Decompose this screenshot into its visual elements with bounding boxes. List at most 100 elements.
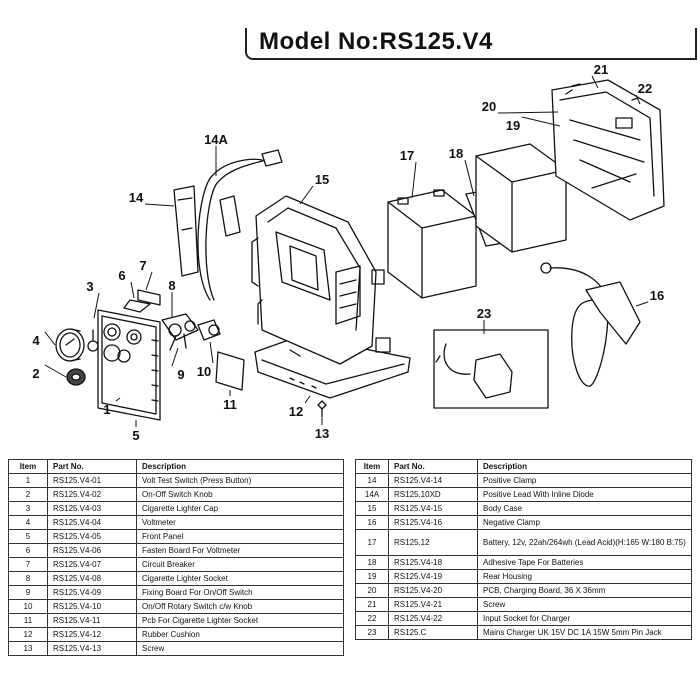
cell-item: 20 [355,583,389,598]
cell-item: 18 [355,555,389,570]
cell-item: 22 [355,611,389,626]
callout-label: 4 [32,333,40,348]
leader-line [411,161,417,199]
leader-line [299,185,314,205]
cell-description: Circuit Breaker [136,557,344,572]
leader-line [93,292,100,319]
cell-description: Fasten Board For Voltmeter [136,543,344,558]
front-panel-drawing [97,309,161,421]
cell-item: 8 [8,571,48,586]
callout-label: 15 [315,172,329,187]
cell-description: Cigarette Lighter Socket [136,571,344,586]
cell-item: 21 [355,597,389,612]
callout-label: 23 [477,306,491,321]
cell-part-no: RS125.V4-20 [388,583,478,598]
cell-item: 9 [8,585,48,600]
leader-line [44,364,67,378]
cell-item: 23 [355,625,389,640]
callout-label: 21 [594,62,608,77]
negative-clamp-drawing [540,262,641,387]
cell-item: 13 [8,641,48,656]
leader-line [144,203,175,207]
leader-line [171,347,179,367]
cell-description: Mains Charger UK 15V DC 1A 15W 5mm Pin J… [477,625,692,640]
cell-description: Body Case [477,501,692,516]
cell-description: Positive Lead With Inline Diode [477,487,692,502]
callout-label: 17 [400,148,414,163]
cell-description: Screw [477,597,692,612]
cell-part-no: RS125.V4-03 [47,501,137,516]
leader-line [497,111,559,114]
rotary-switch-drawing [197,319,221,341]
cell-part-no: RS125.V4-04 [47,515,137,530]
cell-description: Fixing Board For On/Off Switch [136,585,344,600]
callout-label: 5 [132,428,139,443]
callout-label: 8 [168,278,175,293]
cell-part-no: RS125.V4-12 [47,627,137,642]
positive-lead-drawing [197,149,283,301]
lighter-socket-drawing [161,313,199,351]
cell-part-no: RS125.V4-14 [388,473,478,488]
page-title: Model No:RS125.V4 [259,28,493,55]
switch-knob-drawing [66,368,86,386]
cell-description: On/Off Rotary Switch c/w Knob [136,599,344,614]
leader-line [635,301,649,307]
leader-line [635,94,641,105]
cell-item: 5 [8,529,48,544]
callout-label: 22 [638,81,652,96]
cell-item: 12 [8,627,48,642]
cell-item: 10 [8,599,48,614]
cell-item: 17 [355,529,389,556]
cell-part-no: RS125.V4-07 [47,557,137,572]
cell-part-no: RS125.V4-06 [47,543,137,558]
cell-part-no: RS125.V4-15 [388,501,478,516]
circuit-breaker-drawing [123,289,161,313]
pcb-lighter-drawing [215,351,245,391]
header-item: Item [8,459,48,474]
lighter-cap-drawing [87,329,99,352]
cell-part-no: RS125.V4-18 [388,555,478,570]
callout-label: 11 [223,397,237,412]
callout-label: 14A [204,132,228,147]
leader-line [521,116,561,127]
cell-item: 14 [355,473,389,488]
cell-description: Cigarette Lighter Cap [136,501,344,516]
cell-part-no: RS125.V4-13 [47,641,137,656]
cell-description: Negative Clamp [477,515,692,530]
cell-description: Positive Clamp [477,473,692,488]
leader-line [145,271,153,291]
voltmeter-drawing [55,328,85,362]
cell-part-no: RS125.V4-10 [47,599,137,614]
callout-label: 9 [177,367,184,382]
cell-item: 4 [8,515,48,530]
cell-description: Input Socket for Charger [477,611,692,626]
callout-label: 10 [197,364,211,379]
header-description: Description [477,459,692,474]
charger-drawing [433,329,549,409]
callout-label: 1 [103,402,110,417]
cell-description: Screw [136,641,344,656]
callout-label: 14 [129,190,144,205]
cell-description: PCB, Charging Board, 36 X 36mm [477,583,692,598]
screw-drawing [317,400,327,418]
leader-line [304,395,311,404]
cell-part-no: RS125.V4-02 [47,487,137,502]
cell-description: Front Panel [136,529,344,544]
